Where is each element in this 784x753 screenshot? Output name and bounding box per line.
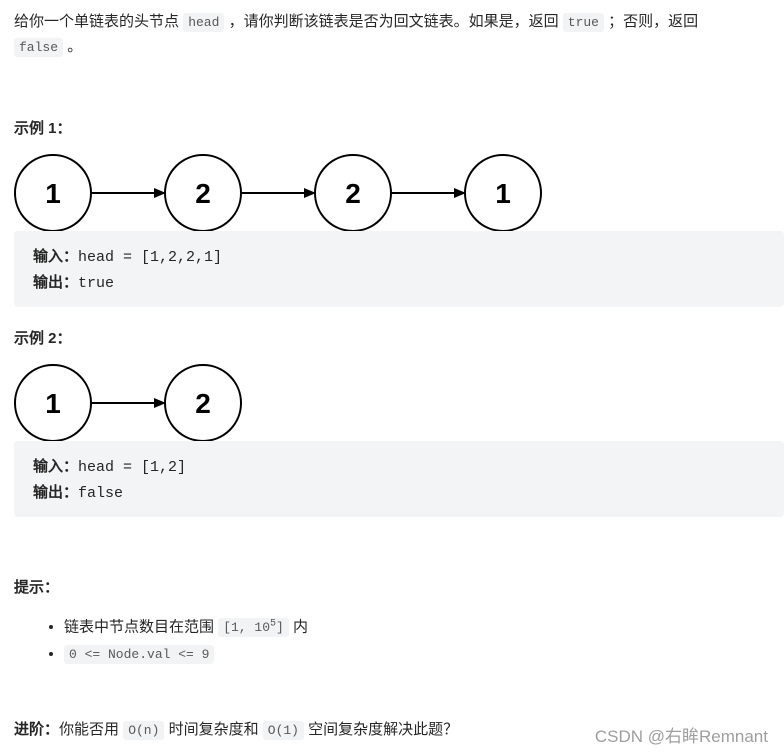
- code-head: head: [183, 13, 225, 32]
- list-node: 1: [14, 154, 92, 232]
- problem-text-2: ，请你判断该链表是否为回文链表。如果是，返回: [228, 13, 559, 30]
- advanced-label: 进阶：: [14, 721, 60, 738]
- example2-heading: 示例 2：: [14, 330, 72, 347]
- node-value: 1: [495, 178, 511, 209]
- list-node: 2: [164, 364, 242, 442]
- example1-heading: 示例 1：: [14, 120, 72, 137]
- advanced-section: 进阶：你能否用 O(n) 时间复杂度和 O(1) 空间复杂度解决此题？: [14, 718, 458, 743]
- example2-input-line: 输入：head = [1,2]: [33, 456, 186, 479]
- hint-item: 0 <= Node.val <= 9: [64, 641, 308, 668]
- code-false: false: [14, 38, 64, 57]
- list-node: 1: [464, 154, 542, 232]
- hints-heading: 提示：: [14, 579, 60, 596]
- problem-text-3: ；否则，返回: [608, 13, 699, 30]
- output-label: 输出：: [33, 274, 79, 291]
- advanced-code-space: O(1): [262, 721, 304, 740]
- problem-text-1: 给你一个单链表的头节点: [14, 13, 180, 30]
- range-start: [1, 10: [223, 620, 270, 636]
- advanced-text-2: 时间复杂度和: [168, 721, 259, 738]
- example2-linked-list-diagram: 1 2: [14, 364, 242, 442]
- example1-output-line: 输出：true: [33, 272, 114, 295]
- problem-text-4: 。: [67, 38, 83, 55]
- problem-description: 给你一个单链表的头节点 head ，请你判断该链表是否为回文链表。如果是，返回 …: [14, 10, 774, 60]
- output-value: false: [78, 485, 124, 502]
- hints-list: 链表中节点数目在范围 [1, 105] 内 0 <= Node.val <= 9: [14, 612, 308, 668]
- list-node: 2: [314, 154, 392, 232]
- watermark: CSDN @右眸Remnant: [594, 727, 768, 746]
- code-true: true: [562, 13, 604, 32]
- hint-range-code: [1, 105]: [218, 618, 289, 638]
- range-exponent: 5: [270, 619, 277, 630]
- example1-io-box: 输入：head = [1,2,2,1] 输出：true: [14, 231, 784, 307]
- output-value: true: [78, 275, 115, 292]
- range-end: ]: [276, 620, 284, 636]
- list-node: 2: [164, 154, 242, 232]
- hint-item: 链表中节点数目在范围 [1, 105] 内: [64, 612, 308, 641]
- node-value: 2: [195, 178, 211, 209]
- hint-val-code: 0 <= Node.val <= 9: [64, 645, 215, 665]
- node-value: 2: [345, 178, 361, 209]
- input-value: head = [1,2]: [78, 459, 187, 476]
- example1-input-line: 输入：head = [1,2,2,1]: [33, 246, 222, 269]
- output-label: 输出：: [33, 484, 79, 501]
- advanced-text-3: 空间复杂度解决此题？: [308, 721, 459, 738]
- example2-io-box: 输入：head = [1,2] 输出：false: [14, 441, 784, 517]
- node-value: 2: [195, 388, 211, 419]
- example1-linked-list-diagram: 1 2 2 1: [14, 154, 542, 232]
- list-node: 1: [14, 364, 92, 442]
- input-label: 输入：: [33, 458, 79, 475]
- advanced-text-1: 你能否用: [59, 721, 120, 738]
- input-label: 输入：: [33, 248, 79, 265]
- advanced-code-time: O(n): [123, 721, 165, 740]
- input-value: head = [1,2,2,1]: [78, 249, 223, 266]
- node-value: 1: [45, 178, 61, 209]
- hint-text: 链表中节点数目在范围: [64, 618, 215, 636]
- hint-suffix: 内: [293, 618, 309, 636]
- node-value: 1: [45, 388, 61, 419]
- example2-output-line: 输出：false: [33, 482, 123, 505]
